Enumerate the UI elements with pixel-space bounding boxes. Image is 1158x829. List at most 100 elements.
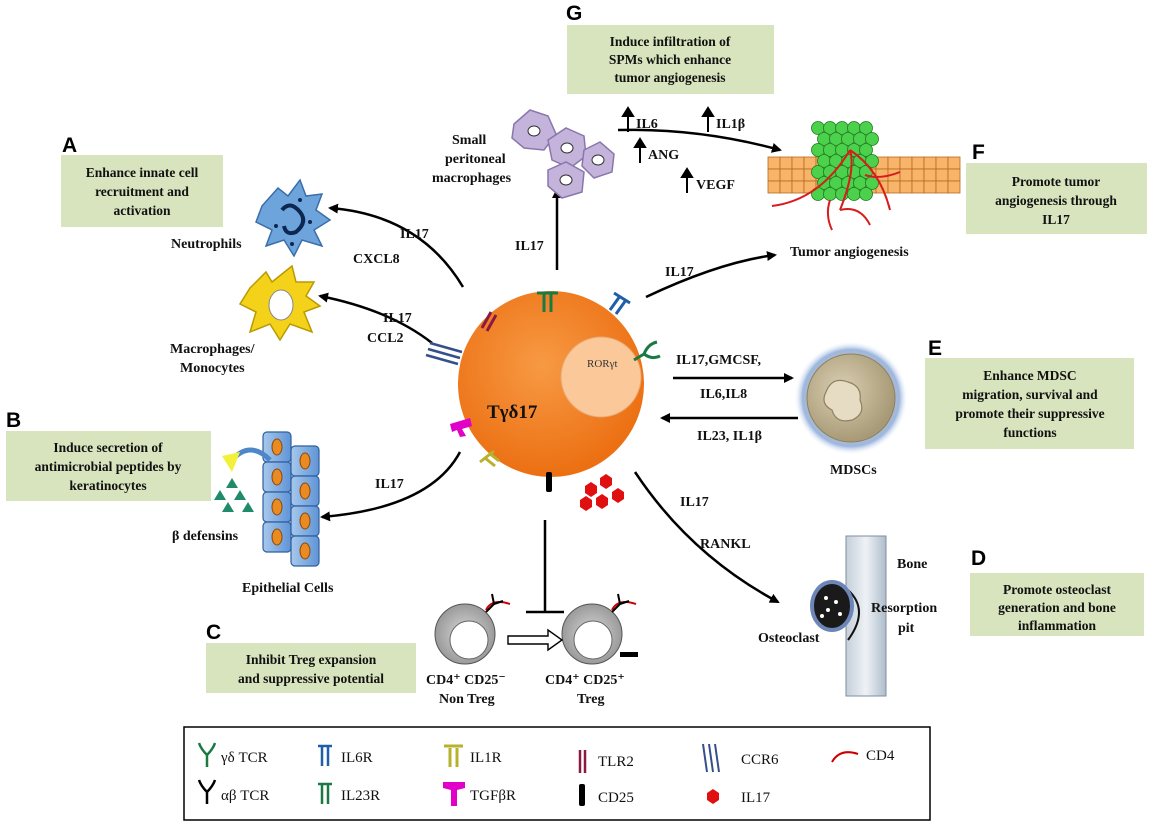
legend-gd-tcr-icon (197, 742, 217, 767)
panel-E-line-1: Enhance MDSC (983, 368, 1076, 383)
epithelial-label: Epithelial Cells (242, 581, 334, 596)
epithelial-nucleus (299, 542, 311, 560)
tumor-stroma-cell (767, 168, 781, 182)
legend-label-cd25: CD25 (598, 790, 634, 806)
label-il1b: IL1β (716, 117, 745, 132)
legend-cd25-icon (579, 784, 585, 806)
legend-label-il17: IL17 (741, 790, 771, 806)
panel-D-line-1: Promote osteoclast (1003, 582, 1112, 597)
defensin-triangles (214, 478, 254, 512)
panel-F-line-1: Promote tumor (1012, 174, 1101, 189)
tumor-stroma-cell (923, 168, 937, 182)
panel-C: Inhibit Treg expansion and suppressive p… (206, 621, 416, 693)
macrophage-icon (238, 264, 322, 342)
label-mdsc-in: IL23, IL1β (697, 429, 762, 444)
label-spm-il17: IL17 (515, 239, 544, 254)
non-treg-cell (434, 593, 511, 665)
tumor-cell (859, 143, 873, 157)
tumor-stroma-cell (911, 168, 925, 182)
tumor-cell (865, 154, 879, 168)
panel-G-line-2: SPMs which enhance (609, 52, 731, 67)
tgfbr-icon (450, 418, 472, 437)
ccr6-icon (425, 341, 463, 366)
epithelial-nucleus (299, 482, 311, 500)
label-ang: ANG (648, 148, 679, 163)
tumor-stroma-cell (923, 156, 937, 170)
cd4-icon (611, 601, 637, 611)
osteoclast-icon (810, 580, 854, 632)
panel-E: Enhance MDSC migration, survival and pro… (925, 337, 1134, 449)
spm-nuclei (527, 125, 605, 186)
treg-cell (561, 593, 638, 665)
panel-D-line-2: generation and bone (998, 600, 1116, 615)
tumor-cell (859, 187, 873, 201)
label-epi-il17: IL17 (375, 477, 404, 492)
nucleus (560, 336, 642, 418)
panel-F-line-3: IL17 (1042, 212, 1070, 227)
tumor-stroma-cell (947, 168, 961, 182)
tumor-vessel (771, 149, 851, 207)
arrow-spm-to-tumor (617, 128, 782, 153)
panel-A-letter: A (62, 134, 77, 157)
epithelial-nucleus (271, 468, 283, 486)
tumor-vessel (839, 208, 871, 226)
panel-E-line-2: migration, survival and (962, 387, 1098, 402)
tumor-stroma-cell (899, 180, 913, 194)
neutrophil-icon (255, 178, 332, 258)
panel-G-letter: G (566, 2, 582, 25)
tumor-stroma-cell (767, 156, 781, 170)
panel-B-letter: B (6, 409, 21, 432)
spm-label-2: peritoneal (445, 152, 506, 167)
epithelial-nucleus (299, 452, 311, 470)
gd-tcr-icon (633, 340, 661, 362)
mdsc-icon (794, 341, 908, 455)
tumor-stroma-cell (791, 168, 805, 182)
panel-C-line-2: and suppressive potential (238, 671, 384, 686)
epithelial-nucleus (271, 528, 283, 546)
tumor-vessel (864, 171, 901, 178)
label-bone-il17: IL17 (680, 495, 709, 510)
tumor-cell (847, 187, 861, 201)
tumor-stroma-cell (887, 180, 901, 194)
il23r-icon (537, 291, 558, 312)
treg-sublabel: Treg (577, 692, 604, 707)
panel-B-line-2: antimicrobial peptides by (35, 459, 182, 474)
legend-ccr6-icon (702, 743, 720, 773)
tumor-stroma-cell (911, 180, 925, 194)
macrophages-label-1: Macrophages/ (170, 342, 256, 357)
tumor-stroma-cell (899, 168, 913, 182)
panel-A: Enhance innate cell recruitment and acti… (61, 134, 223, 227)
tumor-stroma-cell (767, 180, 781, 194)
cd25-icon (620, 652, 638, 657)
label-mac-il17: IL17 (383, 311, 412, 326)
resorption-label-2: pit (898, 621, 915, 636)
legend-il6r-icon (318, 744, 332, 766)
label-vegf: VEGF (696, 178, 735, 193)
arrow-labels: IL17 CXCL8 IL17 CCL2 IL17 IL17 IL17 IL17… (353, 227, 762, 552)
spm-label-1: Small (452, 133, 486, 148)
nontreg-label: CD4⁺ CD25⁻ (426, 673, 506, 688)
il6r-icon (608, 291, 631, 315)
tlr2-icon (480, 311, 498, 332)
ab-tcr-icon (611, 593, 630, 613)
tumor-cell (859, 121, 873, 135)
upregulation-labels: IL6 IL1β ANG VEGF (621, 106, 745, 193)
epithelial-nucleus (299, 512, 311, 530)
tumor-stroma-cell (911, 156, 925, 170)
epithelial-nucleus (271, 498, 283, 516)
tumor-stroma-cell (947, 180, 961, 194)
legend-label-il6r: IL6R (341, 750, 373, 766)
tumor-vessel (826, 199, 833, 231)
arrow-to-macrophages (318, 292, 433, 344)
panel-G-line-1: Induce infiltration of (610, 34, 731, 49)
label-neut-il17: IL17 (400, 227, 429, 242)
panel-F-line-2: angiogenesis through (995, 193, 1117, 208)
nontreg-sublabel: Non Treg (439, 692, 495, 707)
arrow-to-tumor (645, 251, 777, 299)
cell-label: Tγδ17 (487, 402, 538, 423)
tumor-stroma-cell (791, 180, 805, 194)
legend-label-il1r: IL1R (470, 750, 502, 766)
panel-A-line-3: activation (114, 203, 171, 218)
